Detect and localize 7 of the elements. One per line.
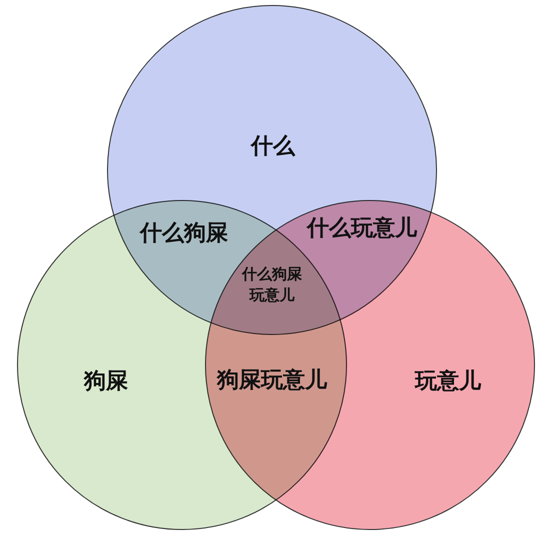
- overlap-label: 狗屎玩意儿: [217, 367, 327, 395]
- overlap-label: 什么狗屎: [140, 220, 228, 248]
- set-label: 什么: [251, 133, 295, 161]
- overlap-label: 什么玩意儿: [307, 215, 417, 243]
- overlap-label: 什么狗屎玩意儿: [240, 264, 303, 306]
- set-label: 玩意儿: [415, 368, 481, 396]
- set-label: 狗屎: [84, 368, 128, 396]
